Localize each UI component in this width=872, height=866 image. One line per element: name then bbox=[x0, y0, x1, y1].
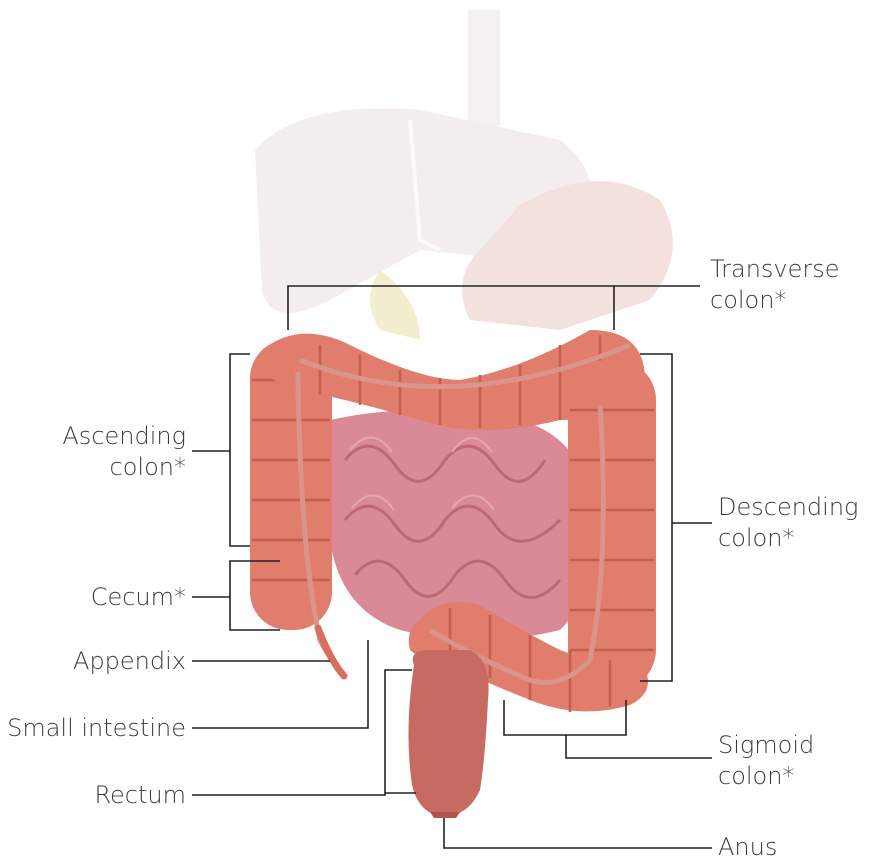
label-rectum: Rectum bbox=[94, 780, 186, 811]
appendix-shape bbox=[318, 628, 344, 676]
label-descending-colon-line2: colon* bbox=[718, 523, 858, 554]
faded-upper-organs bbox=[255, 10, 673, 340]
rectum-shape bbox=[408, 650, 488, 818]
label-descending-colon: Descending colon* bbox=[718, 492, 858, 554]
label-descending-colon-line1: Descending bbox=[718, 492, 858, 523]
label-cecum: Cecum* bbox=[91, 582, 186, 613]
label-ascending-colon-line2: colon* bbox=[62, 452, 186, 483]
label-ascending-colon-line1: Ascending bbox=[62, 421, 186, 452]
label-sigmoid-colon: Sigmoid colon* bbox=[718, 730, 814, 792]
label-ascending-colon: Ascending colon* bbox=[62, 421, 186, 483]
descending-colon-shape bbox=[568, 360, 656, 690]
label-small-intestine: Small intestine bbox=[7, 713, 186, 744]
label-transverse-colon: Transverse colon* bbox=[710, 254, 840, 316]
label-appendix: Appendix bbox=[73, 646, 186, 677]
label-sigmoid-colon-line1: Sigmoid bbox=[718, 730, 814, 761]
label-sigmoid-colon-line2: colon* bbox=[718, 761, 814, 792]
label-transverse-colon-line2: colon* bbox=[710, 285, 840, 316]
label-anus: Anus bbox=[718, 832, 777, 863]
label-transverse-colon-line1: Transverse bbox=[710, 254, 840, 285]
